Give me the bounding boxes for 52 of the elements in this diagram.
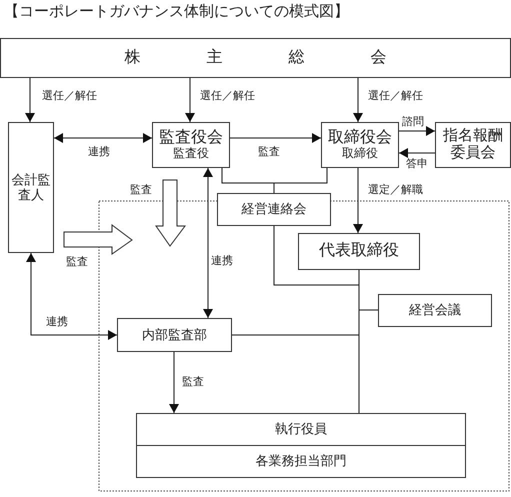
arrow: [203, 168, 213, 318]
box-label: 代表取締役: [319, 242, 399, 261]
arrow: [230, 133, 322, 143]
process-box: [8, 122, 54, 253]
box-sublabel: 監査役: [173, 147, 209, 162]
box-label: 株主総会: [124, 48, 452, 68]
process-box: [117, 318, 232, 352]
arrow: [26, 252, 118, 340]
arrow: [25, 78, 35, 122]
process-box: [217, 193, 331, 226]
process-box: [136, 445, 466, 478]
process-box: [298, 233, 420, 270]
arrow: [398, 148, 436, 158]
edge-label: 答申: [406, 158, 428, 170]
edge-label: 連携: [211, 255, 233, 268]
edge-label: 連携: [88, 146, 110, 158]
connector-line: [274, 168, 328, 194]
box-label: 経営会議: [409, 303, 461, 318]
arrow-label: 監査: [66, 256, 88, 268]
arrow: [398, 126, 436, 136]
connector-line: [274, 226, 360, 286]
arrow: [353, 168, 363, 234]
box-label: 各業務担当部門: [256, 454, 346, 469]
box-label: 内部監査部: [142, 328, 207, 342]
box-label: 取締役会: [328, 128, 392, 147]
box-label: 会計監査人: [10, 172, 52, 202]
process-box: [378, 294, 492, 327]
box-label: 監査役会: [159, 128, 223, 147]
edge-label: 選定／解職: [368, 184, 423, 196]
box-sublabel: 取締役: [342, 147, 378, 162]
arrow: [353, 78, 363, 122]
process-box: [0, 38, 511, 78]
process-box: [435, 122, 511, 168]
edge-label: 選任／解任: [42, 90, 97, 102]
box-label: 執行役員: [275, 422, 327, 437]
edge-label: 監査: [182, 376, 204, 388]
arrow-label: 監査: [130, 184, 152, 196]
edge-label: 選任／解任: [368, 90, 423, 102]
edge-label: 選任／解任: [200, 90, 255, 102]
process-box: [152, 122, 230, 168]
connector-line: [358, 270, 360, 414]
arrow: [185, 78, 195, 122]
title: 【コーポレートガバナンス体制についての模式図】: [4, 4, 349, 20]
arrow: [169, 352, 179, 414]
box-label: 指名報酬委員会: [442, 128, 504, 162]
edge-label: 監査: [258, 146, 280, 158]
edge-label: 諮問: [402, 116, 424, 128]
arrow: [54, 133, 152, 143]
process-box: [321, 122, 399, 168]
process-box: [136, 413, 466, 446]
edge-label: 連携: [46, 316, 68, 328]
box-label: 経営連絡会: [242, 202, 306, 217]
